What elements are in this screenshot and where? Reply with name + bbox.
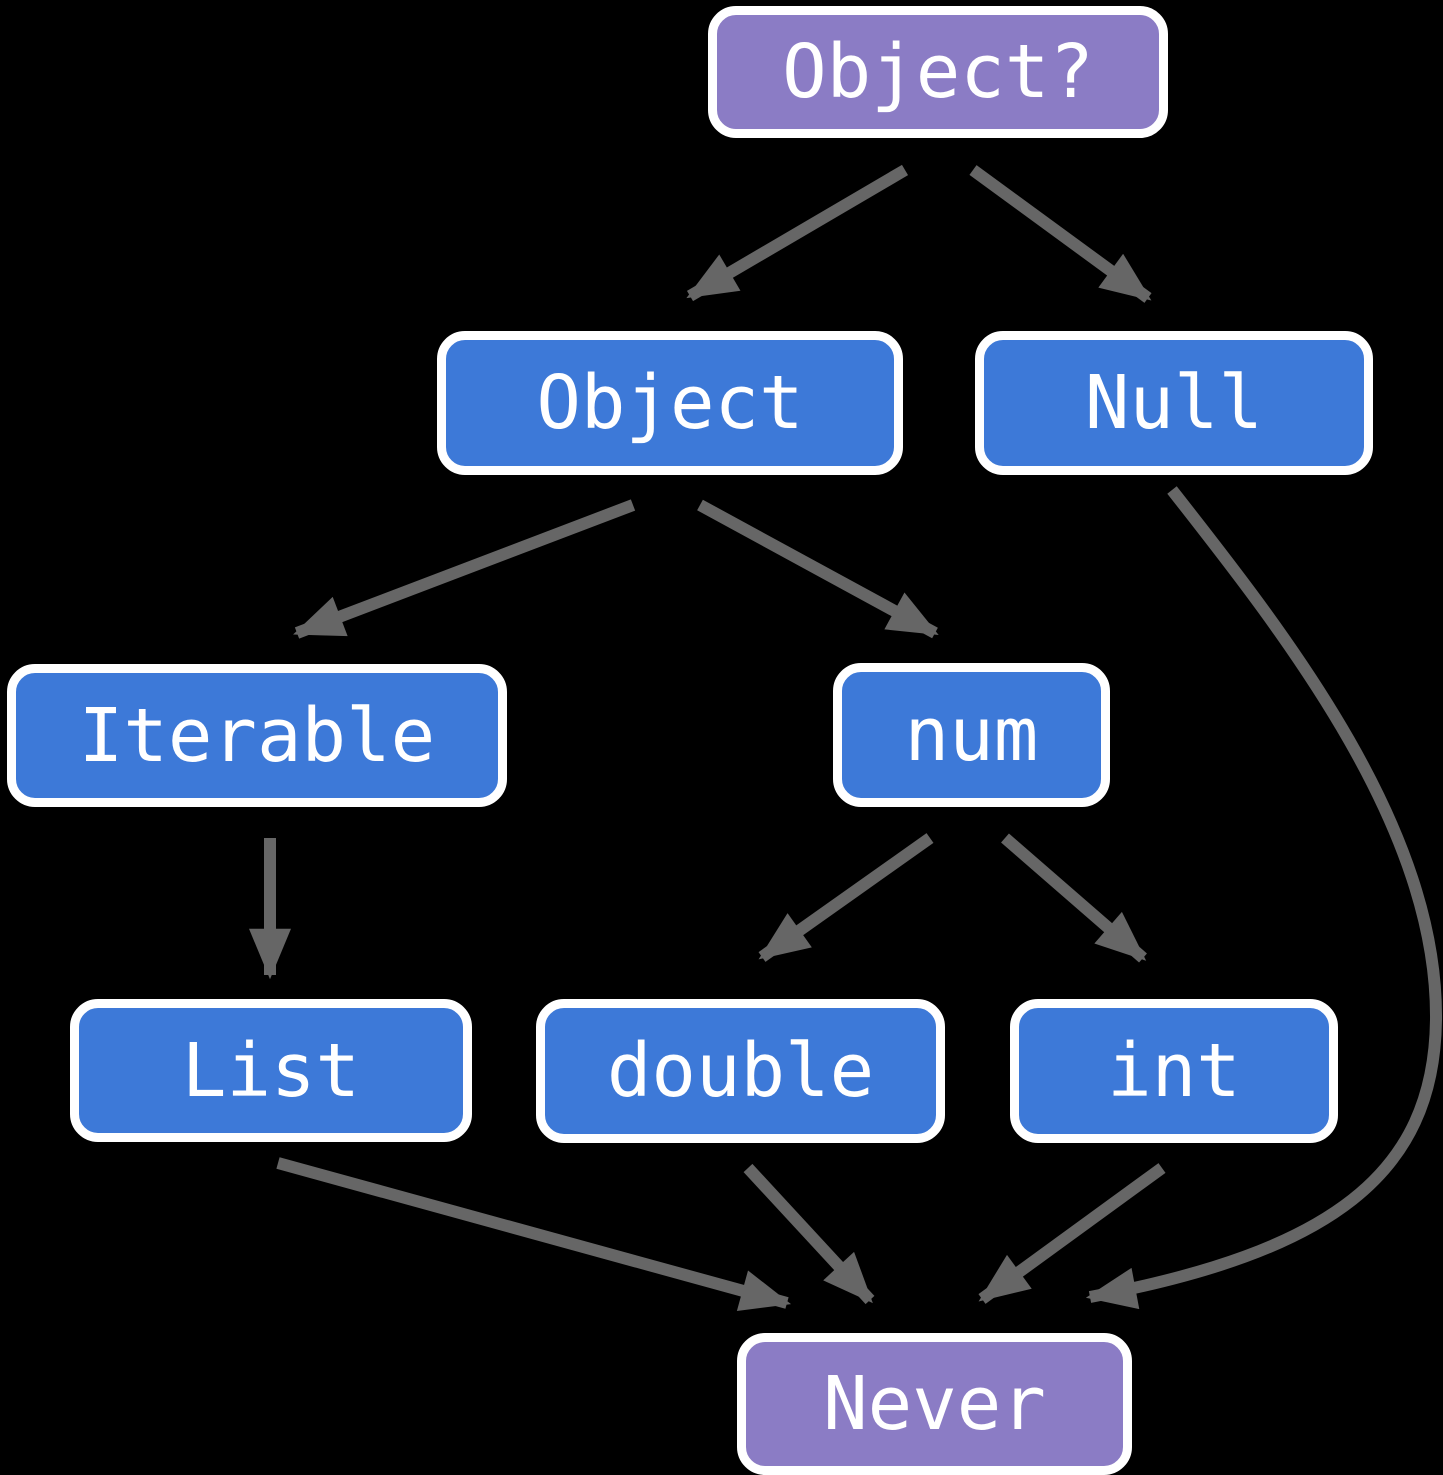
node-object-label: Object: [536, 360, 804, 446]
node-int-label: int: [1107, 1028, 1241, 1114]
node-object: Object: [437, 331, 903, 475]
node-object-nullable-label: Object?: [782, 29, 1094, 115]
node-double: double: [536, 999, 945, 1143]
edge-num-to-int: [1001, 833, 1147, 963]
node-int: int: [1010, 999, 1338, 1143]
node-iterable-label: Iterable: [78, 692, 436, 779]
node-never-label: Never: [823, 1361, 1046, 1447]
edge-num-to-double: [758, 833, 934, 962]
edge-objectq-to-object: [686, 164, 909, 302]
edge-double-to-never: [743, 1163, 875, 1305]
edge-object-to-iterable: [293, 499, 636, 639]
node-double-label: double: [606, 1028, 875, 1114]
edge-int-to-never: [978, 1163, 1166, 1304]
edge-objectq-to-null: [969, 165, 1152, 303]
edge-list-to-never: [276, 1157, 792, 1311]
edge-object-to-num: [697, 499, 939, 639]
node-never: Never: [737, 1333, 1132, 1475]
node-list: List: [70, 999, 472, 1142]
node-num-label: num: [904, 692, 1039, 778]
edge-null-to-never: [1085, 486, 1443, 1310]
node-object-nullable: Object?: [708, 6, 1168, 138]
node-list-label: List: [181, 1027, 361, 1114]
node-null-label: Null: [1084, 360, 1264, 446]
node-null: Null: [975, 331, 1373, 475]
node-iterable: Iterable: [7, 664, 507, 807]
node-num: num: [833, 663, 1110, 807]
